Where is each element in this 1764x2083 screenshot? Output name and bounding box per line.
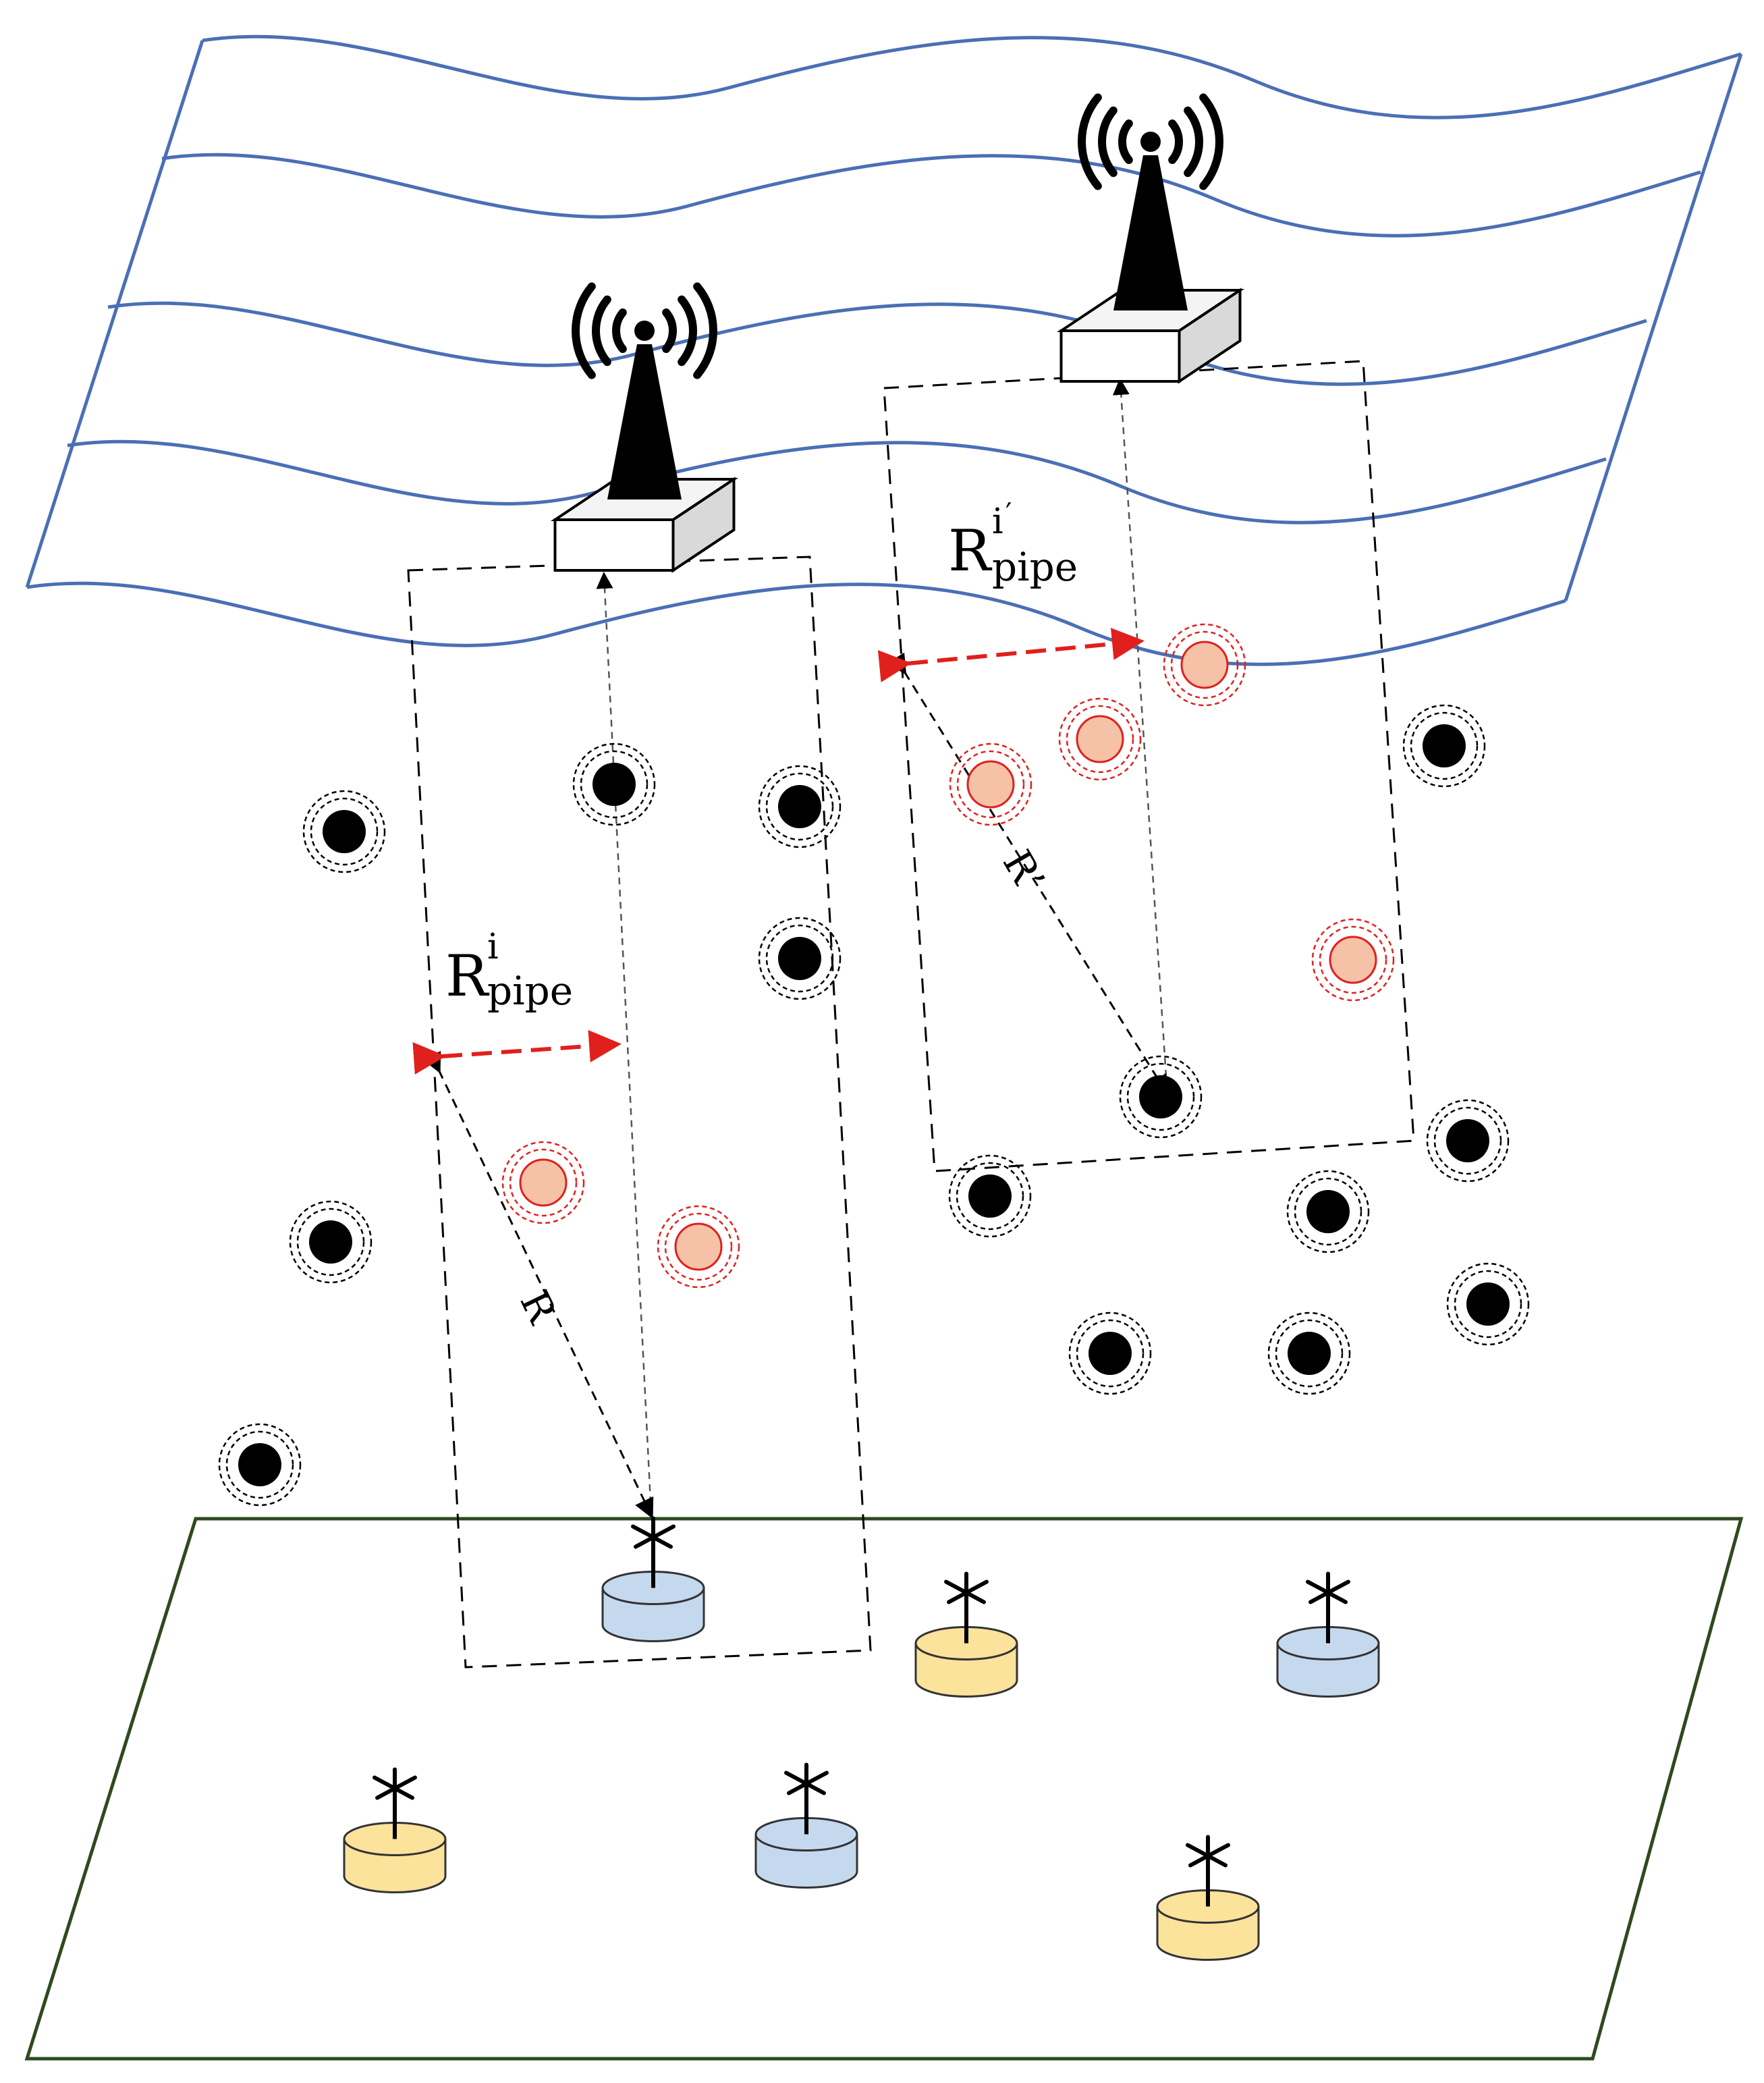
seabed-sensors xyxy=(343,1516,1380,1961)
pipe-label-left-base: R xyxy=(445,943,490,1009)
pipe-label-right-base: R xyxy=(948,518,993,584)
relay-node-icon xyxy=(218,1423,302,1507)
relay-nodes xyxy=(218,704,1530,1507)
relay-node-icon xyxy=(1426,1099,1510,1183)
relay-node-icon xyxy=(1119,1055,1203,1139)
wave-edge xyxy=(25,40,204,588)
surface-buoy-antenna-icon xyxy=(550,282,739,573)
forwarding-node-icon xyxy=(501,1141,585,1224)
seabed-sensor-icon xyxy=(343,1767,447,1893)
pipe-label-left: R i pipe xyxy=(445,927,573,1014)
range-right-line xyxy=(887,652,1169,1096)
relay-node-icon xyxy=(758,765,842,848)
wave-line xyxy=(107,301,1647,386)
wave-line xyxy=(161,153,1701,238)
relay-node-icon xyxy=(1446,1262,1530,1346)
pipe-label-left-sub: pipe xyxy=(487,968,573,1014)
seabed-sensor-icon xyxy=(601,1516,705,1642)
forwarding-node-icon xyxy=(1163,623,1246,707)
relay-node-icon xyxy=(1402,704,1486,788)
seabed-plane xyxy=(24,1517,1744,2061)
sea-surface xyxy=(25,34,1743,666)
range-label-left: R xyxy=(511,1283,566,1331)
wave-line xyxy=(67,439,1607,524)
range-left-line xyxy=(422,1050,654,1519)
forwarding-node-icon xyxy=(949,742,1032,826)
surface-sinks xyxy=(550,93,1245,573)
pipe-label-right: R i ′ pipe xyxy=(948,497,1078,590)
pipe-radius-left xyxy=(412,1029,622,1075)
seabed-sensor-icon xyxy=(914,1571,1018,1698)
relay-node-icon xyxy=(1267,1311,1351,1395)
relay-node-icon xyxy=(1286,1170,1370,1253)
pipe-label-right-sub: pipe xyxy=(992,544,1078,590)
relay-node-icon xyxy=(1068,1311,1152,1395)
pipe-label-right-sup: i xyxy=(992,502,1003,542)
relay-node-icon xyxy=(572,742,656,826)
relay-node-icon xyxy=(948,1154,1032,1238)
forwarding-node-icon xyxy=(1311,918,1395,1002)
pipe-radius-right xyxy=(877,628,1145,682)
forwarding-node-icon xyxy=(1058,697,1142,781)
forwarding-nodes xyxy=(501,623,1395,1289)
pipe-radius-arrows xyxy=(412,628,1145,1075)
seabed-sensor-icon xyxy=(754,1762,858,1889)
path-left-vertical xyxy=(596,572,653,1516)
surface-buoy-antenna-icon xyxy=(1056,93,1245,384)
range-vectors xyxy=(422,652,1169,1519)
relay-node-icon xyxy=(289,1200,373,1284)
path-right-vertical xyxy=(1112,378,1167,1077)
wave-edge xyxy=(1564,53,1743,601)
wave-line xyxy=(26,581,1566,666)
forwarding-node-icon xyxy=(657,1205,740,1289)
routing-pipe-left xyxy=(407,556,872,1669)
seabed-sensor-icon xyxy=(1276,1571,1380,1698)
wave-line xyxy=(202,34,1742,119)
pipe-label-right-prime: ′ xyxy=(1005,497,1012,530)
pipe-label-left-sup: i xyxy=(487,927,499,967)
relay-node-icon xyxy=(302,790,386,873)
relay-node-icon xyxy=(758,917,842,1000)
range-label-right: R’ xyxy=(994,842,1053,900)
seabed-sensor-icon xyxy=(1156,1835,1260,1961)
